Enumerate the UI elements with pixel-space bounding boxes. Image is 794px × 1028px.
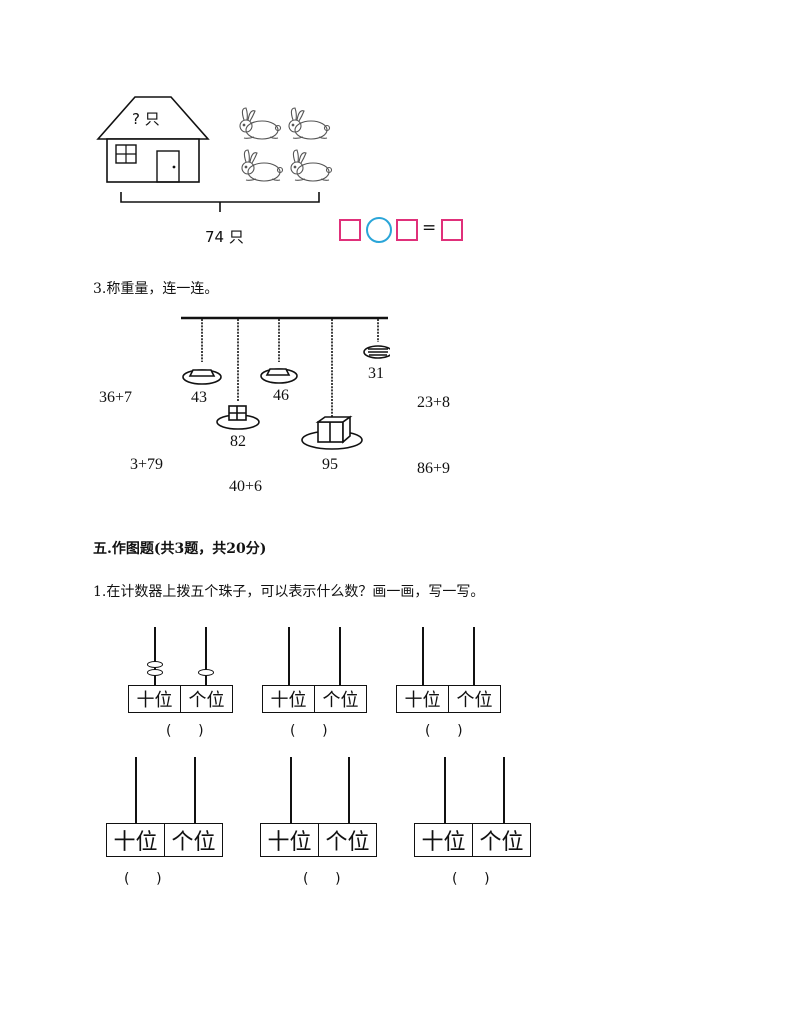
place-value-box: 十位 个位 xyxy=(414,823,531,857)
expression-item[interactable]: 40+6 xyxy=(229,478,263,495)
house-illustration xyxy=(96,96,210,183)
tens-label: 十位 xyxy=(421,830,466,855)
answer-square-1[interactable] xyxy=(339,219,361,241)
total-brace xyxy=(120,192,320,212)
ones-rod xyxy=(473,627,475,685)
tens-label: 十位 xyxy=(136,690,173,711)
hanging-scales-illustration xyxy=(181,316,390,450)
ones-label: 个位 xyxy=(318,824,376,856)
ones-rod xyxy=(339,627,341,685)
place-value-box: 十位 个位 xyxy=(262,685,367,713)
answer-blank[interactable]: ( ) xyxy=(166,723,204,739)
place-value-box: 十位 个位 xyxy=(396,685,501,713)
weight-label: 95 xyxy=(322,456,338,473)
weight-label: 31 xyxy=(368,365,384,382)
tens-rod xyxy=(290,757,292,823)
expression-item[interactable]: 3+79 xyxy=(130,456,164,473)
weight-label: 82 xyxy=(230,433,246,450)
ones-rod xyxy=(194,757,196,823)
ones-rod xyxy=(348,757,350,823)
total-label: 74 只 xyxy=(205,228,244,246)
answer-square-2[interactable] xyxy=(396,219,418,241)
weight-label: 43 xyxy=(191,389,207,406)
tens-rod xyxy=(154,627,156,685)
ones-label: 个位 xyxy=(448,686,500,712)
section5-heading: 五.作图题(共3题，共20分) xyxy=(93,541,267,557)
answer-blank[interactable]: ( ) xyxy=(425,723,463,739)
place-value-box: 十位 个位 xyxy=(106,823,223,857)
equals-sign: = xyxy=(422,218,437,238)
ones-label: 个位 xyxy=(180,686,232,712)
tens-rod xyxy=(288,627,290,685)
tens-rod xyxy=(444,757,446,823)
weight-label: 46 xyxy=(273,387,289,404)
tens-label: 十位 xyxy=(270,690,307,711)
tens-bead[interactable] xyxy=(147,661,163,668)
ones-label: 个位 xyxy=(472,824,530,856)
q3-title: 3.称重量，连一连。 xyxy=(93,281,219,297)
answer-blank[interactable]: ( ) xyxy=(290,723,328,739)
answer-blank[interactable]: ( ) xyxy=(303,871,341,887)
section5-question-1: 1.在计数器上拨五个珠子，可以表示什么数？画一画，写一写。 xyxy=(93,584,485,600)
expression-item[interactable]: 86+9 xyxy=(417,460,451,477)
rabbits-illustration xyxy=(239,107,333,182)
answer-blank[interactable]: ( ) xyxy=(452,871,490,887)
answer-blank[interactable]: ( ) xyxy=(124,871,162,887)
place-value-box: 十位 个位 xyxy=(128,685,233,713)
tens-label: 十位 xyxy=(404,690,441,711)
ones-bead[interactable] xyxy=(198,669,214,676)
tens-rod xyxy=(135,757,137,823)
ones-label: 个位 xyxy=(164,824,222,856)
operator-circle[interactable] xyxy=(366,217,392,243)
result-square[interactable] xyxy=(441,219,463,241)
house-roof-label: ? 只 xyxy=(132,110,160,128)
tens-label: 十位 xyxy=(267,830,312,855)
expression-item[interactable]: 36+7 xyxy=(99,389,133,406)
ones-label: 个位 xyxy=(314,686,366,712)
ones-rod xyxy=(503,757,505,823)
place-value-box: 十位 个位 xyxy=(260,823,377,857)
tens-bead[interactable] xyxy=(147,669,163,676)
expression-item[interactable]: 23+8 xyxy=(417,394,451,411)
ones-rod xyxy=(205,627,207,685)
tens-label: 十位 xyxy=(113,830,158,855)
tens-rod xyxy=(422,627,424,685)
